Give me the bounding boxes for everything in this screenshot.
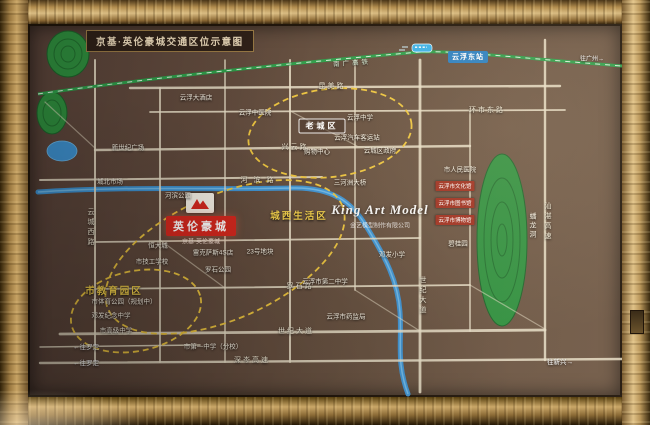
poi-label: 购物中心	[304, 148, 330, 156]
poi-label: 恒大城	[148, 242, 168, 250]
poi-label: 云浮中医院	[238, 109, 272, 117]
poi-label: 云浮市药监局	[326, 313, 366, 321]
project-name-banner: 英伦豪城	[166, 216, 236, 236]
project-logo-icon	[191, 198, 209, 209]
road-label-shiji-vertical: 世纪大道	[419, 276, 426, 316]
road-label-shencen: 深岑高速	[234, 357, 270, 364]
direction-guangzhou: 往广州→	[579, 56, 605, 63]
poi-label: 罗石公园	[205, 266, 231, 274]
poi-label: 市高级中学	[99, 327, 133, 335]
direction-luoding-upper: ←往罗定	[73, 344, 99, 351]
road-label-kunmei: 昆美路	[318, 83, 346, 90]
poi-label: 新世纪广场	[111, 144, 145, 152]
road-label-hebin: 河 滨 路	[240, 177, 276, 184]
road-label-huanshi: 环市东路	[469, 107, 505, 114]
poi-label: 三河洲大桥	[333, 179, 367, 187]
poi-label-civic: 云浮市博物馆	[435, 215, 475, 225]
map-title: 京基·英伦豪城交通区位示意图	[86, 30, 254, 52]
poi-label: 23号地块	[246, 248, 274, 256]
poi-label: 云城区政府	[363, 147, 397, 155]
frame-top	[0, 0, 650, 24]
poi-label: 邓发小学	[379, 251, 405, 259]
frame-mounting-bracket	[630, 310, 644, 334]
poi-label: 河滨公园	[165, 192, 191, 200]
poi-label: 市技工学校	[135, 258, 169, 266]
direction-xinxing: 往新兴→	[547, 359, 573, 366]
poi-label: 市体育公园（规划中）	[91, 298, 157, 306]
poi-label: 云浮市第二中学	[302, 278, 348, 286]
zone-label-old-town: 老城区	[298, 118, 346, 134]
poi-label-civic: 云浮市图书馆	[435, 198, 475, 208]
road-label-yunchengxi: 云城西路	[87, 208, 94, 248]
direction-luoding-lower: ←往罗定	[73, 360, 99, 367]
poi-label-scenic-hill: 蟠龙洞	[529, 212, 537, 240]
poi-label-civic: 云浮市文化馆	[435, 181, 475, 191]
watermark-king-art-model: King Art Model	[331, 202, 429, 217]
poi-label: 云浮汽车客运站	[334, 134, 380, 142]
road-label-shanzhan: 汕湛高速	[544, 202, 551, 242]
road-label-shiji-horizontal: 世纪大道	[278, 328, 314, 335]
poi-label: 雷克萨斯4S店	[192, 249, 234, 257]
poi-label: 云浮大酒店	[179, 94, 213, 102]
zone-label-west-living: 城西生活区	[270, 211, 328, 222]
frame-left	[0, 0, 28, 425]
watermark-subline: 金艺模型制作有限公司	[349, 223, 411, 230]
frame-bottom	[0, 397, 650, 425]
station-yunfu-east: 云浮东站	[448, 51, 488, 63]
poi-label: 城北市场	[97, 178, 123, 186]
zone-label-education: 市教育园区	[85, 286, 143, 297]
poi-label: 市第一中学（分校）	[183, 343, 243, 351]
poi-label: 云浮中学	[347, 114, 373, 122]
poi-label: 邓发纪念中学	[91, 312, 131, 320]
poi-label: 碧桂园	[448, 240, 468, 248]
project-brand-label: 京基·英伦豪城	[182, 239, 220, 246]
poi-label: 市人民医院	[443, 166, 477, 174]
frame-right	[622, 0, 650, 425]
